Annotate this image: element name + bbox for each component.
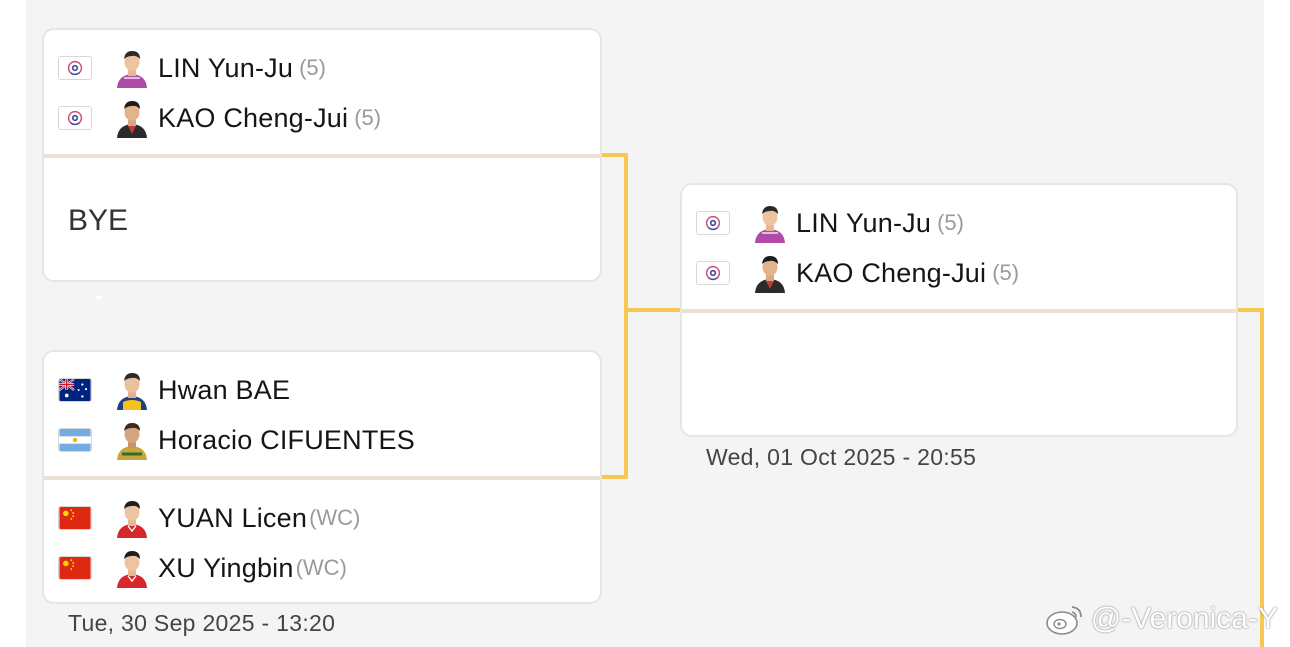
bracket-canvas: LIN Yun-Ju (5) KAO Cheng-Jui (5) BYE Hwa… [26,0,1264,647]
player-seed: (5) [354,105,382,130]
match-card-r1m2[interactable]: Hwan BAE Horacio CIFUENTES YUAN Licen (W… [42,350,602,604]
watermark: @-Veronica-Y [1045,601,1278,637]
chinese-taipei-flag-icon [58,106,92,130]
player-avatar [114,498,150,538]
chinese-taipei-flag-icon [696,261,730,285]
team-yuan-xu[interactable]: YUAN Licen (WC) XU Yingbin (WC) [44,476,600,600]
team-tbd [682,309,1236,433]
player-name[interactable]: Horacio CIFUENTES [158,424,415,455]
player-avatar [114,370,150,410]
team-bye: BYE [44,154,600,278]
player-avatar [114,98,150,138]
weibo-icon [1045,606,1082,635]
player-row[interactable]: KAO Cheng-Jui (5) [696,253,1019,293]
match-card-r2m1[interactable]: LIN Yun-Ju (5) KAO Cheng-Jui (5) [680,183,1238,437]
player-row[interactable]: Horacio CIFUENTES [58,420,415,460]
player-name[interactable]: XU Yingbin [158,552,294,583]
player-avatar [752,253,788,293]
team-bae-cifuentes[interactable]: Hwan BAE Horacio CIFUENTES [44,352,600,476]
bye-label: BYE [68,204,129,237]
chinese-taipei-flag-icon [696,211,730,235]
player-avatar [114,548,150,588]
match-card-r1m1[interactable]: LIN Yun-Ju (5) KAO Cheng-Jui (5) BYE [42,28,602,282]
player-name[interactable]: KAO Cheng-Jui [158,102,349,133]
player-avatar [114,48,150,88]
player-name[interactable]: LIN Yun-Ju [158,52,294,83]
argentina-flag-icon [58,428,92,452]
player-seed: (WC) [295,555,347,580]
chinese-taipei-flag-icon [58,56,92,80]
team-lin-kao[interactable]: LIN Yun-Ju (5) KAO Cheng-Jui (5) [44,30,600,154]
player-row[interactable]: YUAN Licen (WC) [58,498,360,538]
player-seed: (WC) [309,505,361,530]
player-seed: (5) [992,260,1020,285]
player-row[interactable]: LIN Yun-Ju (5) [58,48,326,88]
match-date-r2m1: Wed, 01 Oct 2025 - 20:55 [706,444,977,470]
connector-r1-vertical [624,153,628,479]
australia-flag-icon [58,378,92,402]
match-date-r1m2: Tue, 30 Sep 2025 - 13:20 [68,610,336,636]
watermark-text: @-Veronica-Y [1090,602,1278,635]
player-seed: (5) [299,55,326,80]
player-seed: (5) [937,210,964,235]
china-flag-icon [58,506,92,530]
connector-r1m1-horizontal [600,153,628,157]
player-avatar [114,420,150,460]
player-avatar [752,203,788,243]
connector-r2-horizontal [624,308,680,312]
player-name[interactable]: LIN Yun-Ju [796,207,932,238]
player-name[interactable]: KAO Cheng-Jui [796,257,987,288]
connector-r2-out-vertical [1260,308,1264,647]
player-row[interactable]: Hwan BAE [58,370,290,410]
player-name[interactable]: Hwan BAE [158,374,291,405]
player-row[interactable]: XU Yingbin (WC) [58,548,347,588]
connector-r1m2-horizontal [600,475,628,479]
china-flag-icon [58,556,92,580]
player-row[interactable]: LIN Yun-Ju (5) [696,203,964,243]
divider-mark [96,296,102,299]
connector-r2-out-horizontal [1236,308,1264,312]
player-name[interactable]: YUAN Licen [158,502,308,533]
player-row[interactable]: KAO Cheng-Jui (5) [58,98,381,138]
team-lin-kao[interactable]: LIN Yun-Ju (5) KAO Cheng-Jui (5) [682,185,1236,309]
